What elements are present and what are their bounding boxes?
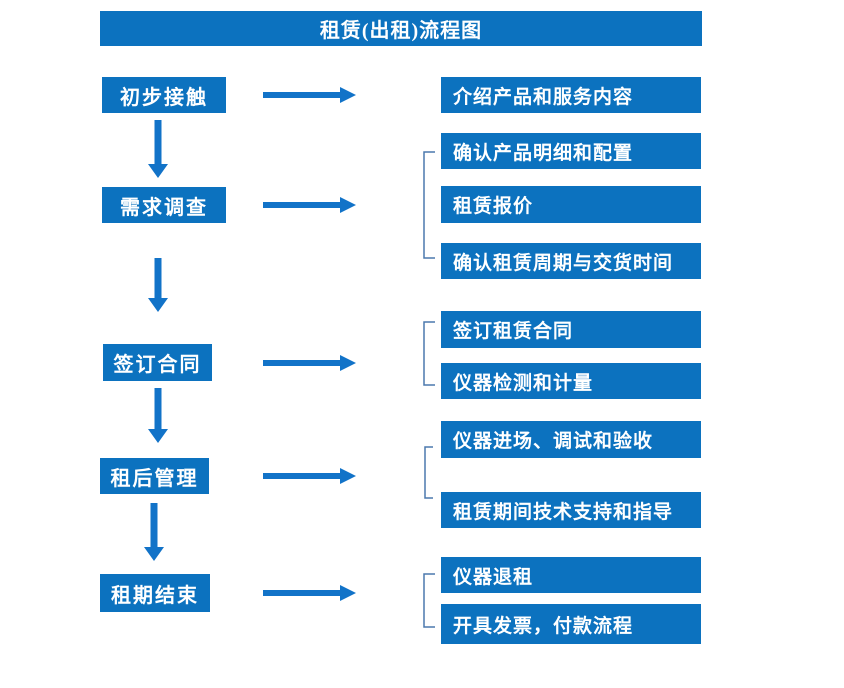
detail-group-bracket (423, 321, 435, 386)
step-box-sign-contract: 签订合同 (103, 344, 212, 381)
detail-box: 确认产品明细和配置 (441, 133, 701, 169)
detail-group-bracket (424, 446, 433, 499)
detail-box: 介绍产品和服务内容 (441, 77, 701, 113)
flow-arrow-right-icon (263, 585, 356, 601)
flow-arrow-down-icon (148, 120, 168, 178)
detail-group-bracket (423, 151, 435, 259)
flow-arrow-down-icon (148, 258, 168, 312)
detail-box: 租赁期间技术支持和指导 (441, 492, 701, 528)
flow-arrow-down-icon (144, 503, 164, 561)
detail-box: 开具发票，付款流程 (441, 604, 701, 644)
flow-arrow-right-icon (263, 197, 356, 213)
detail-box: 仪器进场、调试和验收 (441, 421, 701, 458)
flow-arrow-down-icon (148, 388, 168, 443)
detail-group-bracket (423, 573, 435, 628)
detail-box: 仪器检测和计量 (441, 363, 701, 399)
step-box-lease-end: 租期结束 (100, 574, 210, 612)
detail-box: 确认租赁周期与交货时间 (441, 243, 701, 279)
detail-box: 租赁报价 (441, 186, 701, 223)
page-title: 租赁(出租)流程图 (100, 11, 702, 46)
step-box-post-rental: 租后管理 (100, 458, 209, 494)
step-box-initial-contact: 初步接触 (102, 77, 226, 113)
flow-arrow-right-icon (263, 87, 356, 103)
flow-arrow-right-icon (263, 355, 356, 371)
step-box-demand-survey: 需求调查 (102, 187, 226, 223)
detail-box: 签订租赁合同 (441, 311, 701, 348)
detail-box: 仪器退租 (441, 557, 701, 593)
flow-arrow-right-icon (263, 468, 356, 484)
